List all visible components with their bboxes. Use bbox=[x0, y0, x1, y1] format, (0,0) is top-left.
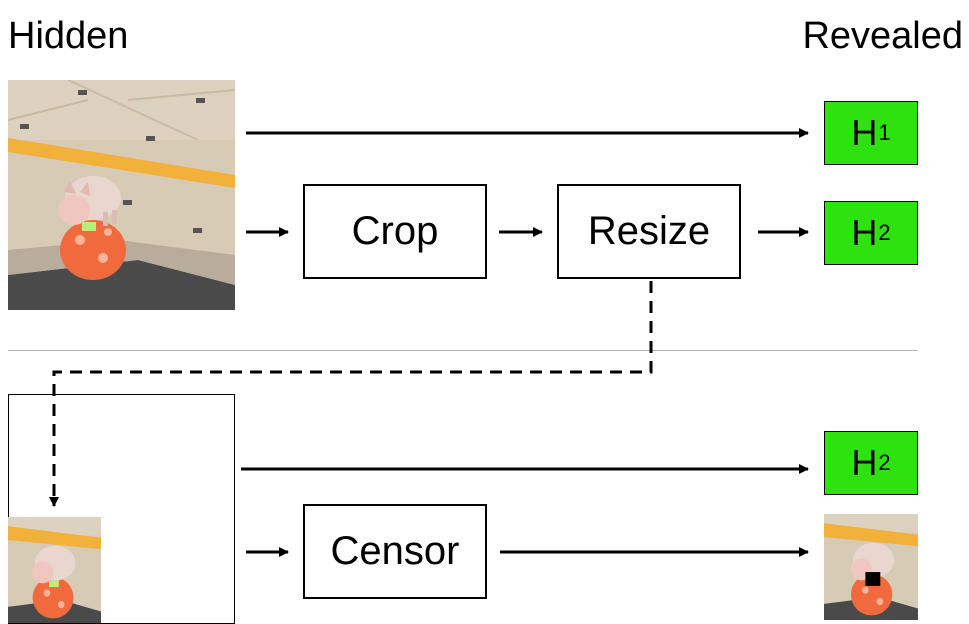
hidden-image bbox=[8, 80, 235, 310]
hash-h1-subscript: 1 bbox=[878, 120, 891, 145]
hash-h1-letter: H bbox=[851, 112, 878, 153]
hidden-heading: Hidden bbox=[8, 15, 129, 57]
resize-box: Resize bbox=[557, 184, 741, 279]
section-divider bbox=[8, 350, 918, 351]
pig-on-ball-photo bbox=[8, 80, 235, 310]
small-pig-photo bbox=[8, 517, 101, 623]
revealed-censored-image bbox=[824, 514, 918, 620]
dashed-arrow-resize-to-canvas bbox=[49, 281, 653, 507]
hash-h2-top-subscript: 2 bbox=[878, 220, 891, 245]
hash-h2-bottom-letter: H bbox=[851, 442, 878, 483]
crop-box: Crop bbox=[303, 184, 487, 279]
hash-h2-bottom-subscript: 2 bbox=[878, 450, 891, 475]
hash-h2-top-letter: H bbox=[851, 212, 878, 253]
revealed-heading: Revealed bbox=[802, 15, 963, 57]
resized-image bbox=[8, 517, 101, 623]
censored-pig-photo bbox=[824, 514, 918, 620]
censor-box: Censor bbox=[303, 504, 487, 599]
